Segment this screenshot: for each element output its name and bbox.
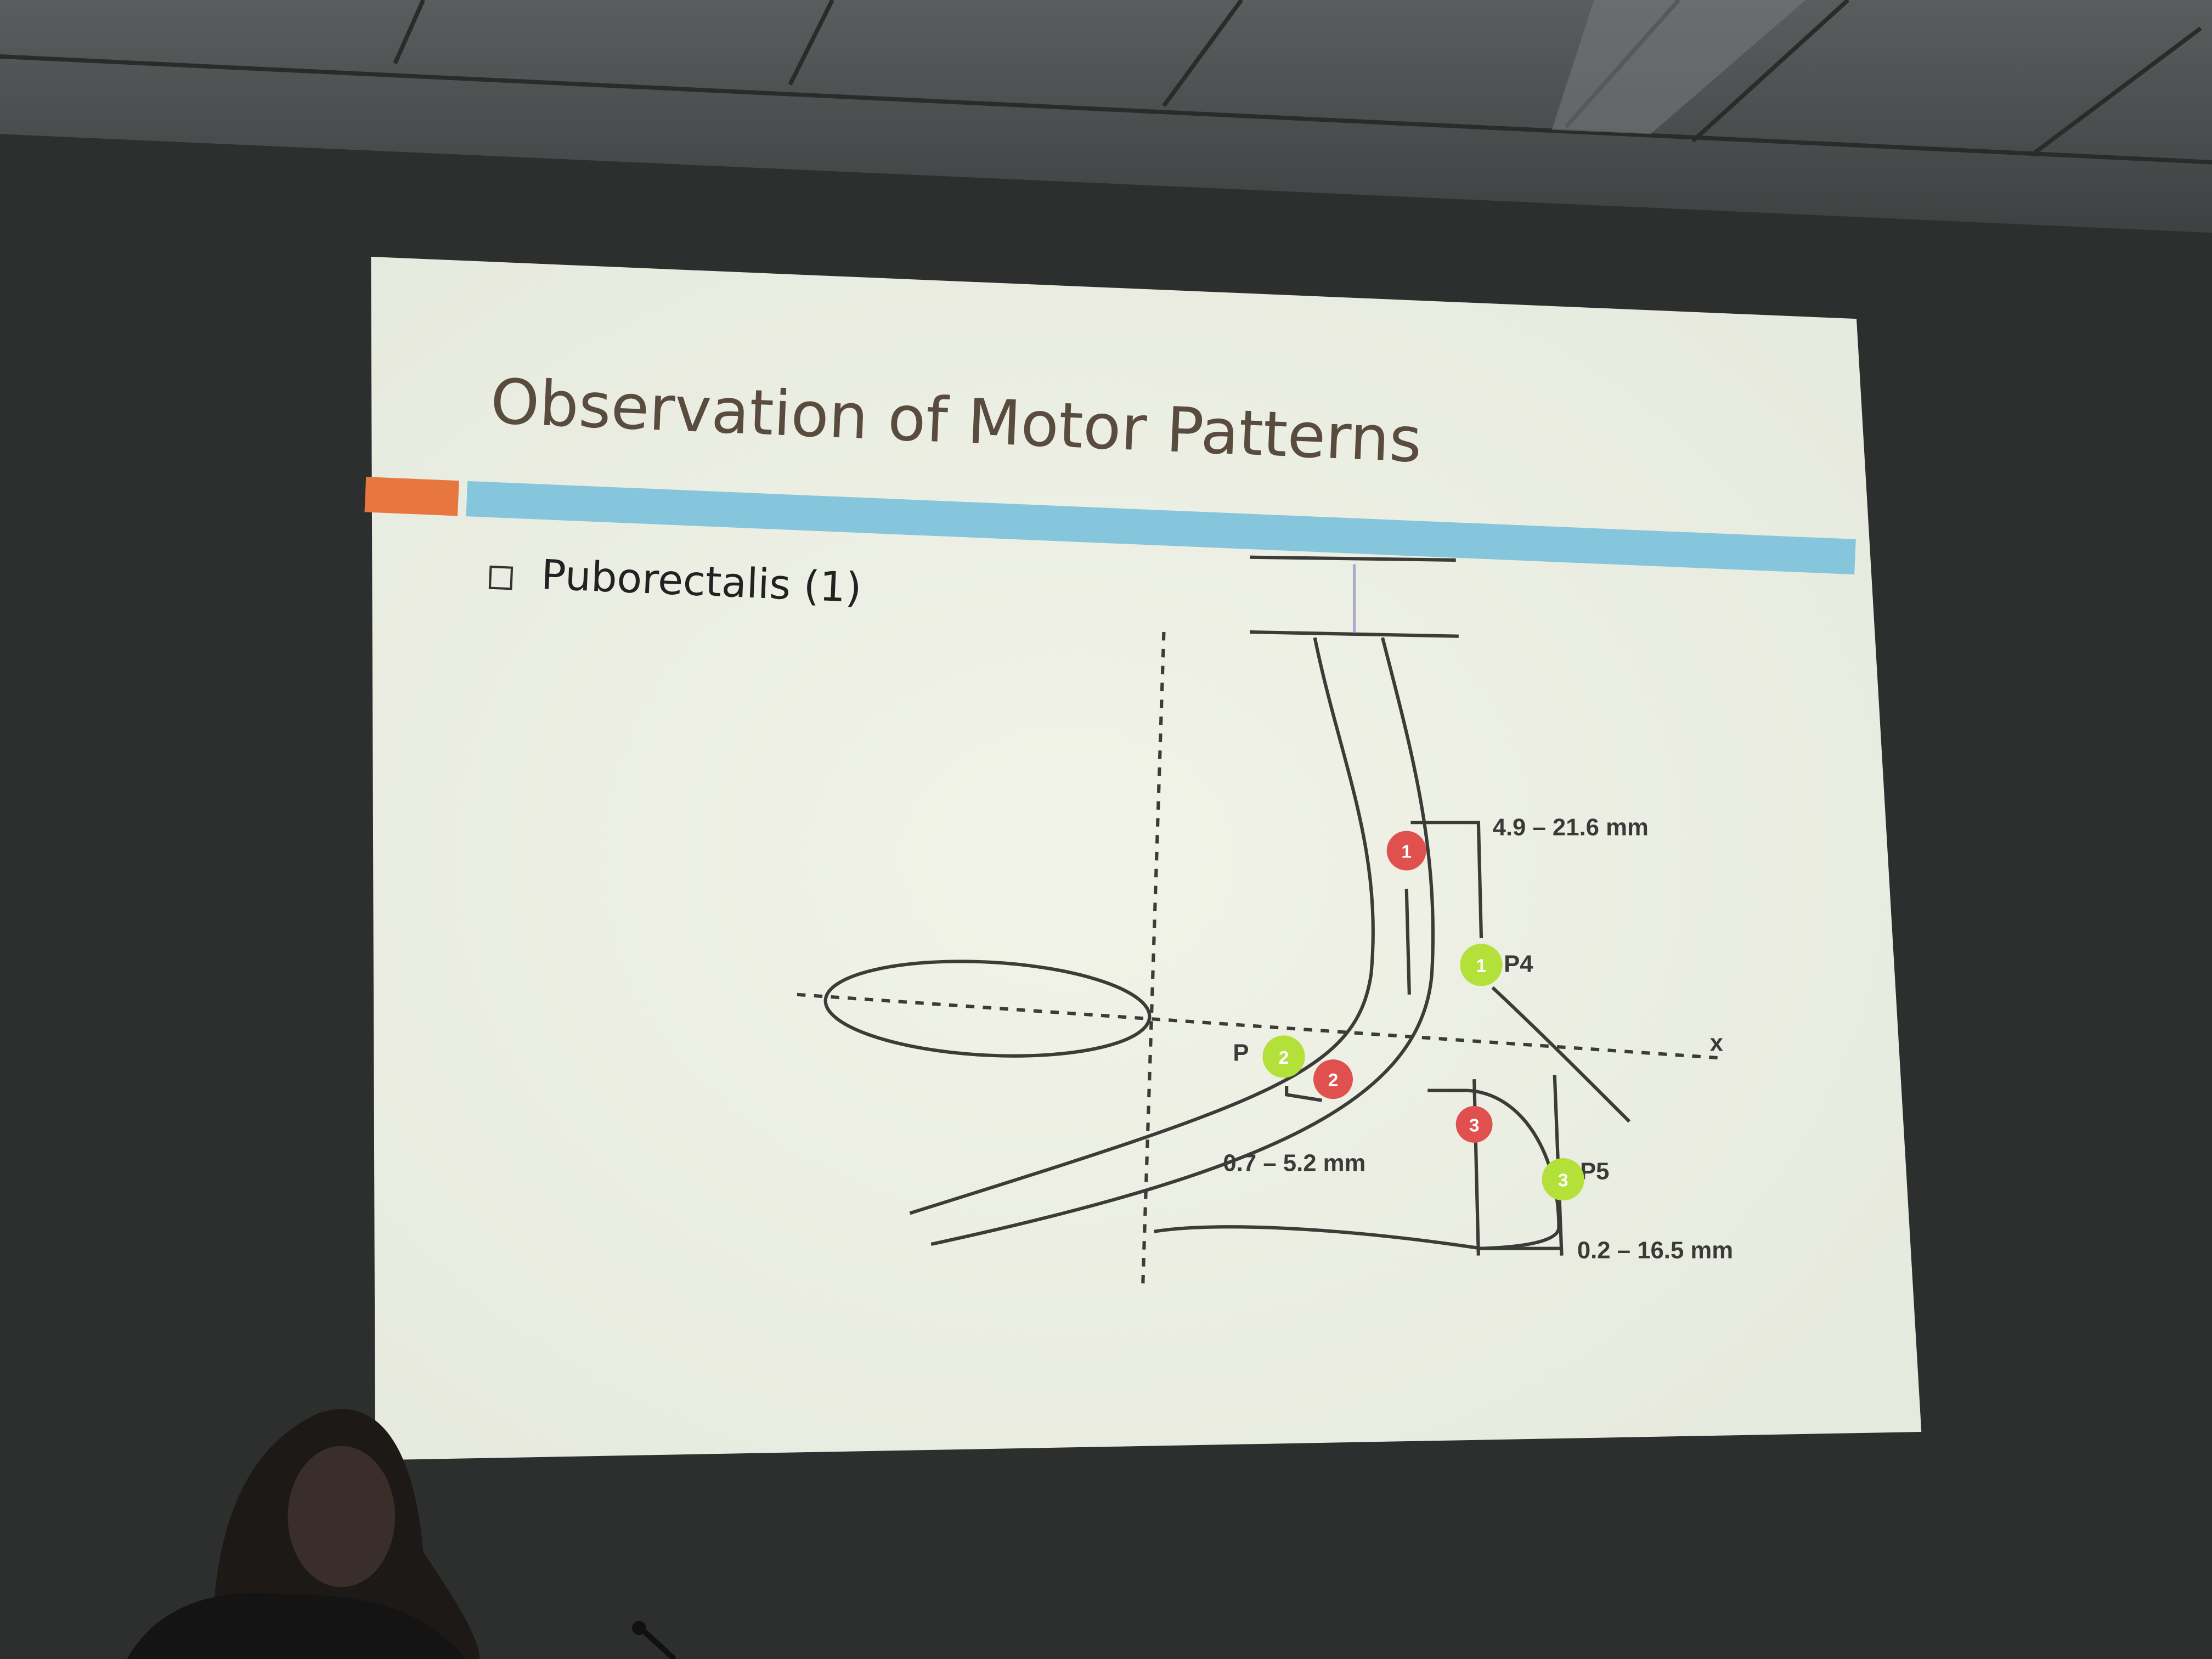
red-marker-2: 2 [1313,1059,1353,1099]
svg-text:3: 3 [1558,1171,1568,1191]
title-accent-blue [466,481,1856,575]
point-label-p-partial: P [1233,1040,1249,1066]
measurement-label-1: 4.9 – 21.6 mm [1493,814,1649,840]
green-marker-3: 3 [1542,1158,1584,1201]
presenter-silhouette [127,1409,480,1659]
red-marker-3: 3 [1455,1106,1493,1143]
svg-text:2: 2 [1279,1048,1289,1068]
red-marker-1: 1 [1386,831,1426,871]
svg-text:1: 1 [1476,956,1487,977]
anatomy-diagram: x 4.9 – 21.6 mm 0.7 – 5.2 mm 0.2 – 16.5 … [797,555,1733,1291]
axis-label: x [1710,1030,1723,1057]
measurement-label-2: 0.7 – 5.2 mm [1223,1149,1365,1176]
point-label-p4: P4 [1504,951,1533,978]
measurement-label-3: 0.2 – 16.5 mm [1577,1237,1733,1264]
bullet-checkbox-icon [488,565,514,590]
green-marker-2: 2 [1262,1035,1305,1078]
title-accent-orange [364,477,459,516]
svg-text:2: 2 [1328,1070,1339,1091]
svg-text:1: 1 [1401,842,1412,862]
microphone-icon [632,1621,676,1659]
ceiling-grid [0,0,2212,165]
green-marker-1: 1 [1460,944,1503,986]
point-label-p5: P5 [1580,1158,1609,1185]
svg-text:3: 3 [1469,1115,1480,1136]
